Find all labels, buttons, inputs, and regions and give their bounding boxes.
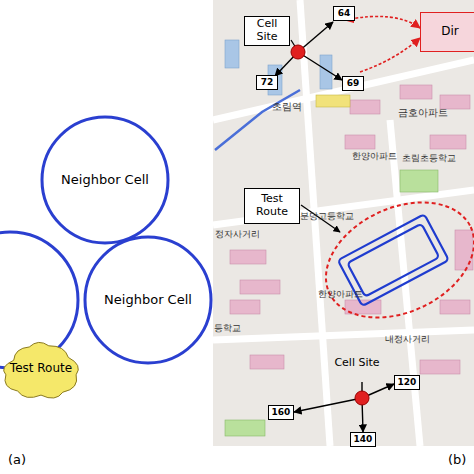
sector-arrows xyxy=(275,22,394,432)
sector-number: 72 xyxy=(256,75,278,90)
map-label: 등학교 xyxy=(214,322,241,335)
panel-label: (b) xyxy=(448,452,466,467)
cell-circle: Neighbor Cell xyxy=(83,235,213,365)
node-text: Test Route xyxy=(10,362,72,376)
map-label: 초림초등학교 xyxy=(402,152,456,165)
sector-number: 64 xyxy=(333,6,355,21)
map-label: 분당고등학교 xyxy=(300,210,354,223)
map-label: 한양아파트 xyxy=(318,288,363,301)
map-label: 내정사거리 xyxy=(385,333,430,346)
node-text: 72 xyxy=(261,77,274,87)
coverage-outline xyxy=(307,180,474,340)
node-text: Cell Site xyxy=(334,357,379,370)
node-text: 64 xyxy=(338,8,351,18)
route-cloud: Test Route xyxy=(2,340,80,398)
map xyxy=(213,0,474,446)
cell-circle: Neighbor Cell xyxy=(40,115,170,245)
node-text: 140 xyxy=(354,434,373,444)
panel-label: (a) xyxy=(8,452,26,467)
map-label: 초림역 xyxy=(272,100,302,114)
map-label: 정자사거리 xyxy=(215,228,260,241)
sector-number: 69 xyxy=(342,76,364,91)
node-text: 160 xyxy=(272,407,291,417)
sector-number: 120 xyxy=(394,375,420,390)
direction-label: Dir xyxy=(420,12,474,52)
node-text: Neighbor Cell xyxy=(104,293,192,308)
site-label: Cell Site xyxy=(334,346,380,380)
site-label: Cell Site xyxy=(244,16,290,46)
node-text: Dir xyxy=(441,25,459,39)
node-text: Test Route xyxy=(245,193,299,218)
node-text: Neighbor Cell xyxy=(61,173,149,188)
sector-number: 160 xyxy=(268,405,294,420)
node-text: Cell Site xyxy=(245,18,289,43)
node-text: 69 xyxy=(347,78,360,88)
node-text: 120 xyxy=(398,377,417,387)
cell-site-dot xyxy=(355,391,369,405)
map-label: 금호아파트 xyxy=(398,106,448,120)
sector-number: 140 xyxy=(350,432,376,447)
cell-site-dot xyxy=(291,45,305,59)
map-label: 한양아파트 xyxy=(352,150,397,163)
route-label: Test Route xyxy=(244,188,300,224)
